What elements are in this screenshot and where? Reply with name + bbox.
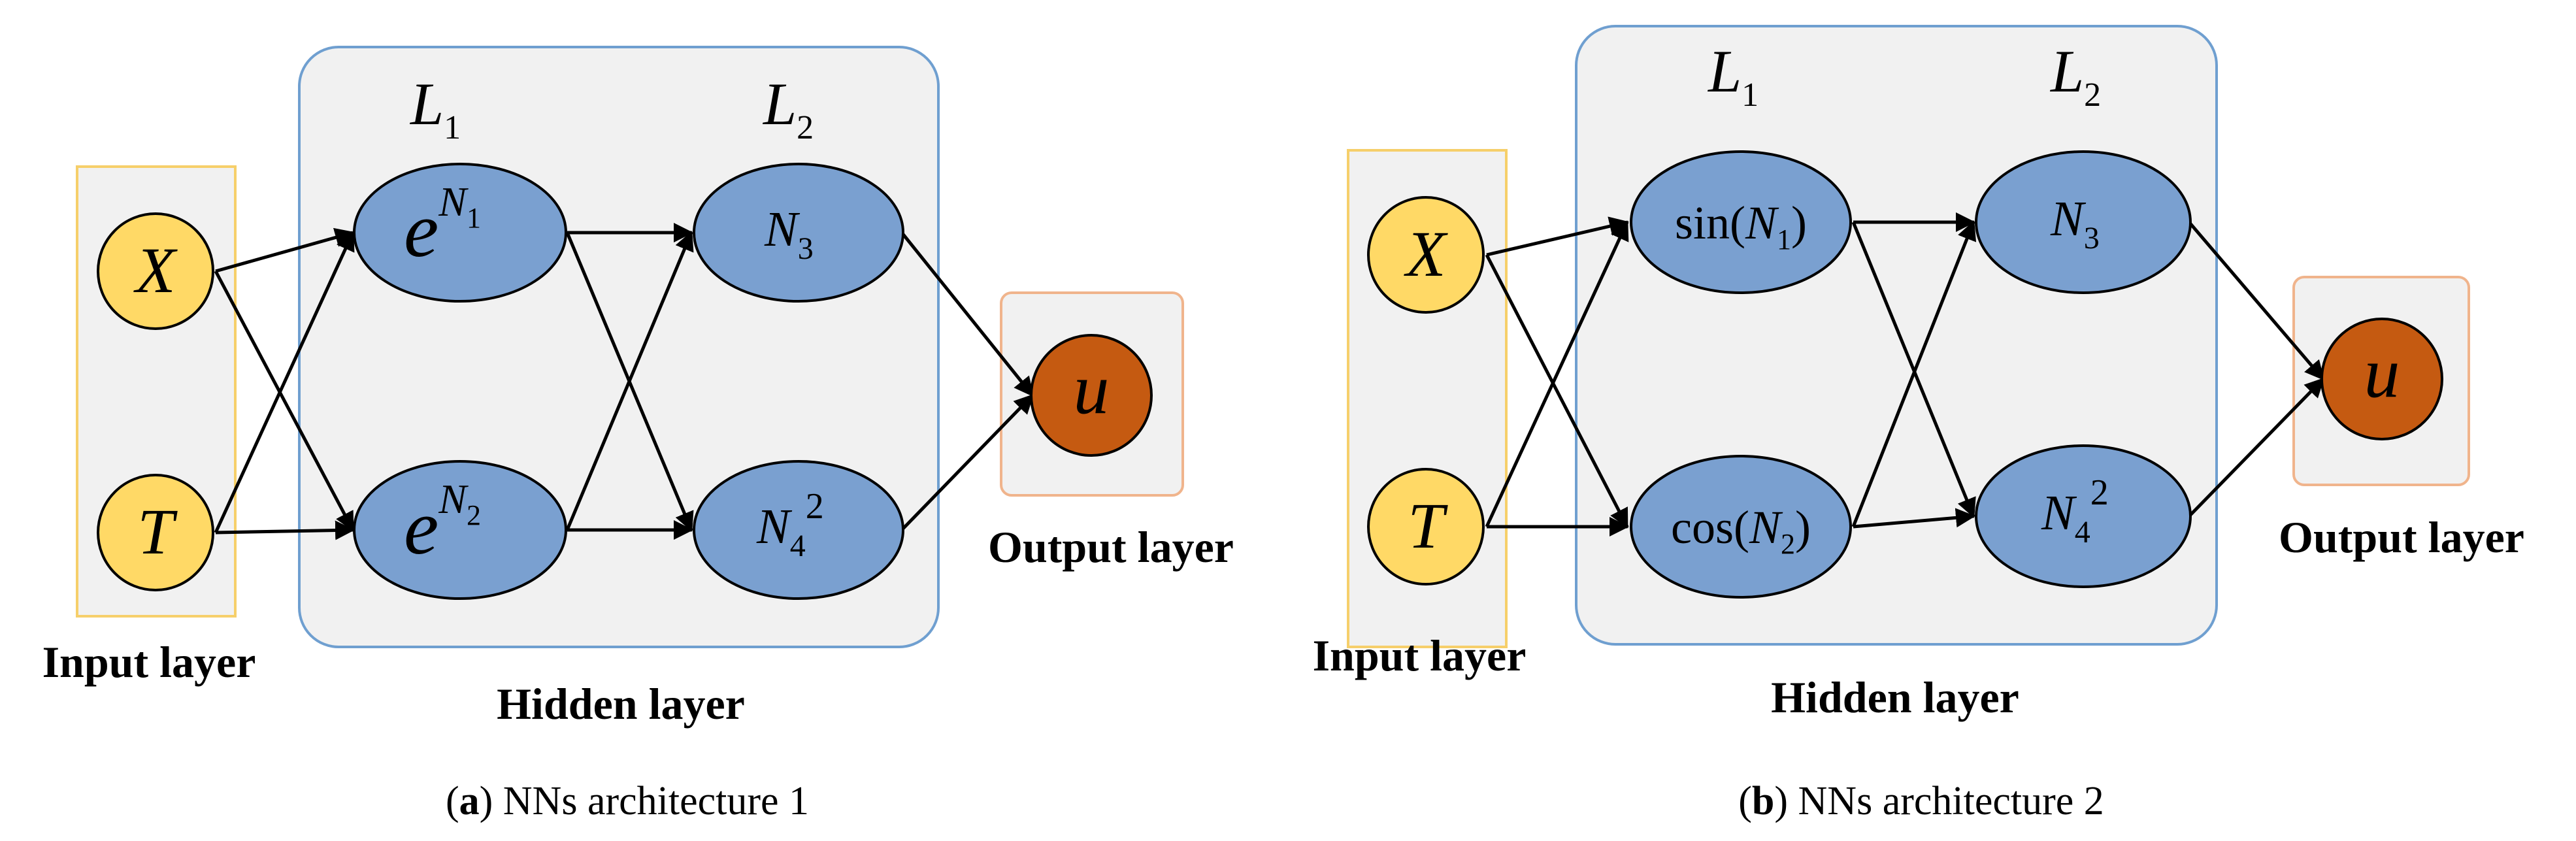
edge-t-n2	[215, 520, 355, 540]
node-n4	[1975, 444, 2192, 588]
layer-title-l2: L2	[762, 71, 814, 146]
panel-a: L1 L2 X T eN1 eN2 N3 N42 u Input layer H…	[42, 46, 1234, 823]
node-u	[1030, 334, 1153, 457]
node-n4-label: N42	[2041, 472, 2109, 550]
input-layer-label: Input layer	[1313, 631, 1527, 680]
edge-n2-n3	[1851, 220, 1977, 527]
node-x	[1367, 196, 1485, 314]
hidden-layer-label: Hidden layer	[497, 679, 745, 729]
node-n4-label: N42	[756, 486, 824, 563]
panel-b: L1 L2 X T sin(N1) cos(N2) N3 N42 u Input…	[1313, 25, 2524, 823]
node-n3	[1975, 150, 2192, 294]
node-u	[2320, 318, 2443, 440]
node-x	[97, 212, 214, 330]
layer-title-l1: L1	[409, 71, 461, 146]
node-n2	[1630, 455, 1852, 599]
node-n2-label: cos(N2)	[1671, 501, 1811, 560]
node-u-label: u	[2364, 333, 2400, 412]
node-n3	[693, 163, 904, 303]
edge-n3-u	[2188, 221, 2324, 381]
edge-n3-u	[900, 231, 1034, 397]
node-t-label: T	[1408, 489, 1448, 562]
edges	[214, 223, 1034, 540]
node-n3-label: N3	[764, 202, 814, 266]
output-layer-label: Output layer	[988, 522, 1234, 572]
node-n2	[353, 460, 567, 600]
hidden-layer-label: Hidden layer	[1771, 672, 2019, 722]
node-n1-label: sin(N1)	[1675, 197, 1807, 256]
node-n1	[1630, 150, 1852, 294]
edge-n2-n3	[565, 231, 694, 531]
edge-x-n2	[1485, 254, 1629, 529]
layer-title-l2: L2	[2049, 38, 2101, 114]
node-n1-label: eN1	[404, 178, 481, 273]
edges	[1485, 212, 2325, 536]
output-layer-label: Output layer	[2279, 512, 2524, 562]
node-x-label: X	[1403, 218, 1448, 290]
node-n2-label: eN2	[404, 476, 481, 570]
node-u-label: u	[1074, 349, 1110, 429]
edge-t-n1	[214, 231, 355, 534]
edge-x-n2	[214, 270, 355, 532]
edge-t-n1	[1485, 220, 1629, 528]
caption-b: (b) NNs architecture 2	[1738, 779, 2104, 823]
layer-title-l1: L1	[1707, 38, 1759, 114]
edge-n4-u	[900, 393, 1034, 531]
node-t-label: T	[137, 495, 178, 568]
node-t	[1367, 468, 1485, 585]
node-n3-label: N3	[2050, 191, 2100, 256]
edge-n4-u	[2188, 377, 2325, 518]
edge-x-n1	[1486, 216, 1629, 257]
node-t	[97, 474, 214, 591]
node-x-label: X	[133, 234, 178, 306]
node-n4	[693, 460, 904, 600]
node-n1	[353, 163, 567, 303]
edge-n1-n4	[1851, 222, 1976, 518]
input-layer-label: Input layer	[42, 637, 256, 687]
edge-x-n1	[215, 227, 355, 273]
edge-n2-n4	[1853, 508, 1975, 529]
caption-a: (a) NNs architecture 1	[446, 779, 809, 823]
